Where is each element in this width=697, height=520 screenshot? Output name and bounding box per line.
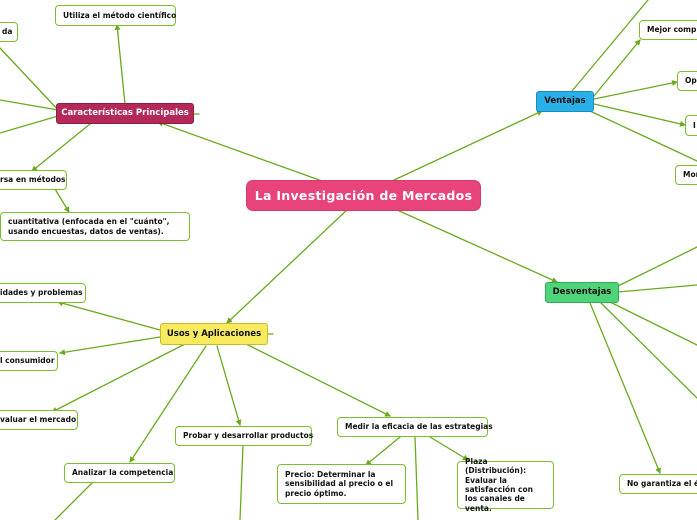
node-precio[interactable]: Precio: Determinar la sensibilidad al pr… [277,464,406,504]
node-evaluar-mercado[interactable]: valuar el mercado [0,410,78,430]
hub-desventajas[interactable]: Desventajas [545,282,619,303]
link-ven-mon [589,110,697,162]
link-uso-eficacia [243,342,391,417]
node-consumidor[interactable]: l consumidor [0,351,58,371]
link-car-metodos [31,123,91,172]
link-central-desventajas [394,208,558,283]
hub-usos[interactable]: Usos y Aplicaciones [160,323,268,345]
link-efi-down [414,436,419,520]
link-car-da [0,47,61,113]
link-ven-i [593,103,686,127]
link-ven-op [593,80,678,100]
node-competencia[interactable]: Analizar la competencia [64,463,175,483]
node-mejor-compr[interactable]: Mejor compr [639,20,697,40]
link-uso-probar [216,345,242,426]
link-des-noGar [589,302,661,474]
node-plaza[interactable]: Plaza (Distribución): Evaluar la satisfa… [457,457,554,513]
link-ven-mejor [593,39,641,97]
link-car-left2 [0,115,59,134]
link-probar-down [239,444,244,520]
node-no-garantiza[interactable]: No garantiza el éx [619,474,697,494]
node-metodo-cientifico[interactable]: Utiliza el método científico [55,5,176,26]
link-des-3 [609,301,697,346]
node-problemas[interactable]: idades y problemas [0,283,86,303]
node-metodos[interactable]: rsa en métodos [0,170,67,190]
node-i[interactable]: I [685,115,697,136]
link-des-2 [617,284,697,293]
link-uso-problemas [57,300,161,331]
link-central-ventajas [391,110,543,182]
link-efi-precio [365,436,401,466]
link-uso-consumidor [59,336,161,356]
link-car-left1 [0,99,59,111]
node-eficacia[interactable]: Medir la eficacia de las estrategias [337,417,493,437]
hub-ventajas[interactable]: Ventajas [536,91,594,112]
link-car-metodo [114,24,126,105]
node-op[interactable]: Op [677,71,697,91]
link-uso-evaluar [51,343,186,413]
link-uso-competencia [129,345,207,463]
link-ven-top [571,0,649,92]
node-da[interactable]: da [0,22,18,42]
hub-caracteristicas[interactable]: Características Principales [56,103,194,124]
node-cuantitativa[interactable]: cuantitativa (enfocada en el "cuánto", u… [0,212,190,241]
link-metodos-cuant [54,188,70,213]
link-central-caracteristicas [157,120,323,182]
node-probar-productos[interactable]: Probar y desarrollar productos [175,426,313,446]
link-comp-down [54,482,93,520]
link-efi-plaza [429,436,469,461]
link-des-4 [599,301,697,399]
link-des-1 [617,246,697,287]
central-topic[interactable]: La Investigación de Mercados [247,181,480,210]
node-mon[interactable]: Mon [675,165,697,185]
link-central-usos [226,208,349,324]
